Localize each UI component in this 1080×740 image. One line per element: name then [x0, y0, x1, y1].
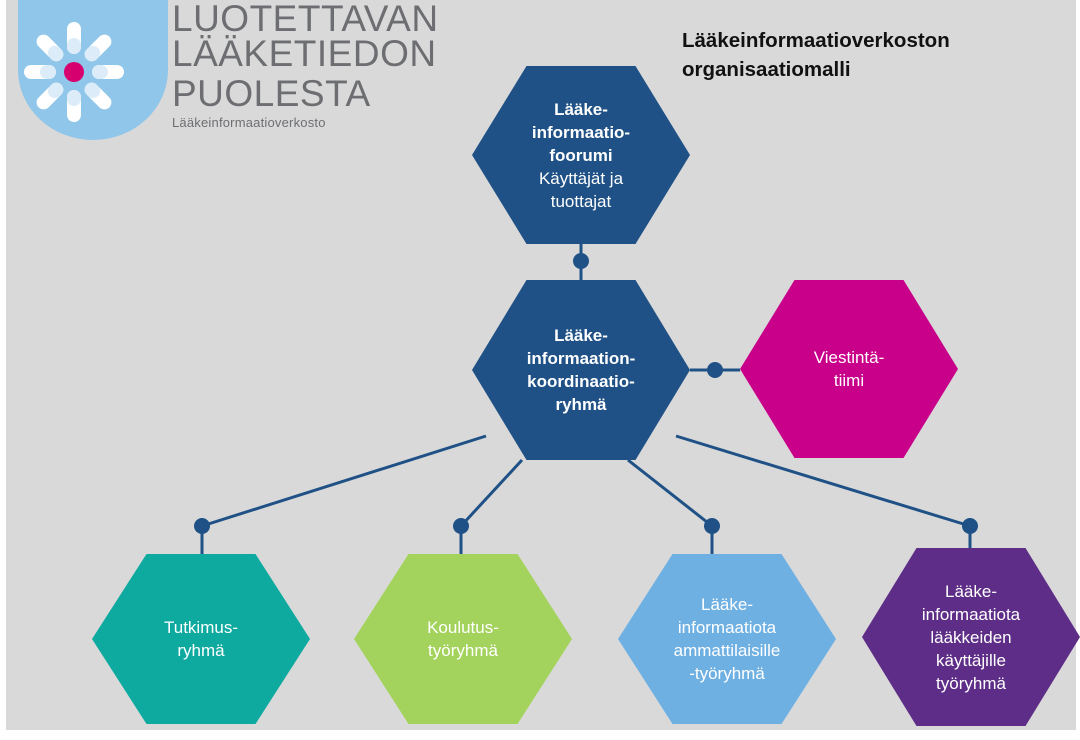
logo-center-dot: [64, 62, 84, 82]
node-users-line-3: lääkkeiden: [930, 627, 1012, 647]
logo-capsule: [36, 34, 64, 62]
logo-capsule: [24, 65, 56, 79]
brand-line-2: LÄÄKETIEDON: [172, 33, 437, 74]
connector-dot-professionals: [704, 518, 720, 534]
node-forum-title-2: informaatio-: [531, 122, 631, 142]
node-users-group: Lääke- informaatiota lääkkeiden käyttäji…: [862, 548, 1080, 726]
node-coordination-title-4: ryhmä: [555, 395, 607, 414]
node-coordination-title-3: koordinaatio-: [527, 372, 635, 391]
node-users-line-4: käyttäjille: [936, 650, 1006, 670]
pill-circle-logo-icon: [18, 0, 168, 140]
node-coordination-title-2: informaation-: [526, 349, 636, 368]
logo-capsule: [84, 34, 112, 62]
node-users-line-1: Lääke-: [945, 581, 997, 601]
brand-line-3: PUOLESTA: [172, 73, 371, 114]
node-research-line-1: Tutkimus-: [164, 618, 238, 637]
node-professionals-line-2: informaatiota: [677, 618, 777, 637]
page-title-line-1: Lääkeinformaatioverkoston: [682, 29, 950, 52]
connector-dot-forum: [573, 253, 589, 269]
logo-capsule: [36, 82, 64, 110]
node-communication-line-2: tiimi: [833, 371, 865, 390]
logo-capsule: [84, 82, 112, 110]
node-training-line-1: Koulutus-: [427, 618, 499, 637]
node-forum-title-3: foorumi: [549, 145, 613, 165]
node-professionals-line-4: -työryhmä: [689, 664, 765, 683]
page-title: Lääkeinformaatioverkoston organisaatioma…: [682, 26, 1062, 84]
connector-dot-research: [194, 518, 210, 534]
node-forum-title-1: Lääke-: [554, 99, 608, 119]
logo-capsules: [24, 22, 124, 122]
brand-line-1: LUOTETTAVAN: [172, 0, 439, 39]
logo-capsule: [92, 65, 124, 79]
connector-dot-communication: [707, 362, 723, 378]
node-coordination-title-1: Lääke-: [554, 326, 608, 345]
node-users-line-5: työryhmä: [936, 673, 1006, 693]
node-forum-subtitle-2: tuottajat: [550, 191, 612, 211]
connector-coordination-training: [459, 458, 524, 528]
brand-subtitle: Lääkeinformaatioverkosto: [172, 115, 326, 130]
logo-capsule: [67, 90, 81, 122]
node-users-line-2: informaatiota: [921, 604, 1021, 624]
logo-capsule: [67, 22, 81, 54]
connector-dot-users: [962, 518, 978, 534]
node-professionals-line-1: Lääke-: [701, 595, 753, 614]
node-training-line-2: työryhmä: [428, 641, 498, 660]
connector-coordination-research: [201, 434, 487, 528]
node-professionals-line-3: ammattilaisille: [673, 641, 781, 660]
node-research-line-2: ryhmä: [177, 641, 225, 660]
connector-coordination-users: [675, 434, 971, 528]
connector-coordination-professionals: [627, 458, 713, 528]
connector-dot-training: [453, 518, 469, 534]
page-title-line-2: organisaatiomalli: [682, 58, 851, 81]
node-communication-line-1: Viestintä-: [813, 348, 885, 367]
node-forum-subtitle-1: Käyttäjät ja: [538, 168, 624, 188]
